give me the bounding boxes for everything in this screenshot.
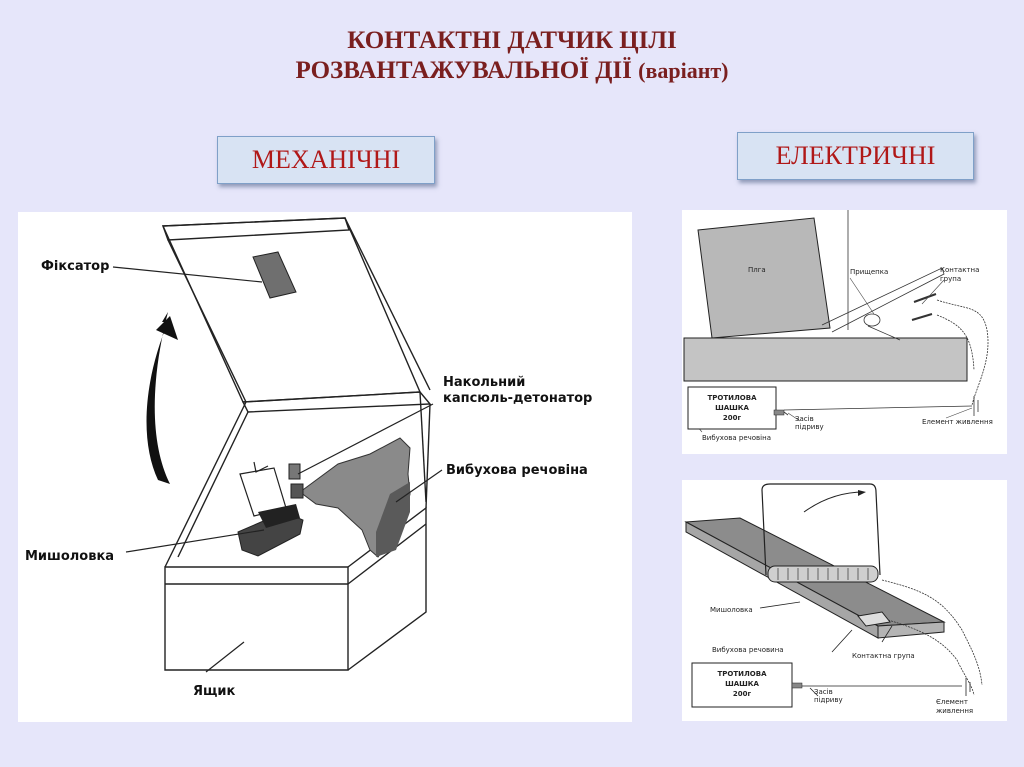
power2-label-1: Єлемент: [936, 698, 968, 706]
box-label: Ящик: [193, 684, 235, 699]
mechanical-diagram-panel: Фіксатор Накольний капсюль-детонатор Виб…: [18, 212, 632, 722]
mousetrap-label-2: Мишоловка: [710, 606, 753, 614]
clothespin-label: Прищепка: [850, 268, 888, 276]
power-label: Елемент живлення: [922, 418, 993, 426]
box-front: [164, 566, 349, 671]
mousetrap-diagram-panel: ТРОТИЛОВА ШАШКА 200г Мишоловка Вибухова …: [682, 480, 1007, 721]
electrical-button[interactable]: ЕЛЕКТРИЧНІ: [737, 132, 974, 180]
slab: [697, 217, 831, 339]
detonator-pin: [290, 483, 304, 499]
clothespin: [821, 267, 945, 333]
title-line-1: КОНТАКТНІ ДАТЧИК ЦІЛІ: [347, 27, 677, 54]
tnt2-line2: ШАШКА: [725, 680, 759, 688]
tnt-line1: ТРОТИЛОВА: [707, 394, 757, 402]
latch-block: [252, 251, 297, 299]
slab-label: Плга: [748, 266, 766, 274]
detonator-cap: [288, 463, 301, 480]
rotation-arrow: [146, 312, 170, 484]
clothespin-diagram-panel: ТРОТИЛОВА ШАШКА 200г Плга Прищепка Конта…: [682, 210, 1007, 454]
contact-group-label-bottom: Контактна група: [852, 652, 915, 660]
tnt-block-2: [691, 662, 793, 708]
fuze2-label-2: підриву: [814, 696, 843, 704]
tnt-line2: ШАШКА: [715, 404, 749, 412]
fuze-label-2: підриву: [795, 423, 824, 431]
contact-plate: [857, 611, 891, 627]
fuze2-icon: [791, 682, 803, 689]
mousetrap-label: Мишоловка: [25, 549, 114, 564]
clothespin-diagram: ТРОТИЛОВА ШАШКА 200г Плга Прищепка Конта…: [683, 210, 993, 442]
mechanical-button[interactable]: МЕХАНІЧНІ: [217, 136, 435, 184]
explosive-side: [376, 482, 410, 557]
contact-group-label-1: Контактна: [940, 266, 979, 274]
explosive-label: Вибухова речовіна: [446, 463, 588, 478]
title-variant: (варіант): [638, 58, 729, 83]
swing-arrow: [803, 491, 865, 513]
box-rim: [241, 391, 432, 413]
detonator-label-line1: Накольний: [443, 375, 525, 390]
tnt-block: [687, 386, 777, 430]
fuze2-label-1: Засів: [814, 688, 833, 696]
explosive-label: Вибухова речовіна: [702, 434, 771, 442]
power2-label-2: живлення: [936, 707, 973, 715]
title-line-2: РОЗВАНТАЖУВАЛЬНОЇ ДІЇ (варіант): [0, 56, 1024, 85]
mousetrap-electrical-diagram: ТРОТИЛОВА ШАШКА 200г Мишоловка Вибухова …: [684, 483, 983, 715]
trap-bail: [761, 483, 881, 576]
tnt-line3: 200г: [723, 414, 742, 422]
fuze-label-1: Засів: [795, 415, 814, 423]
title-line-2-text: РОЗВАНТАЖУВАЛЬНОЇ ДІЇ: [295, 57, 632, 84]
tnt2-line3: 200г: [733, 690, 752, 698]
mechanical-diagram: Фіксатор Накольний капсюль-детонатор Виб…: [25, 217, 592, 699]
tnt2-line1: ТРОТИЛОВА: [717, 670, 767, 678]
fuze-icon: [773, 409, 785, 416]
contact-group-label-2: група: [940, 275, 961, 283]
spring-coil: [767, 565, 879, 583]
explosive-label-2: Вибухова речовина: [712, 646, 784, 654]
detonator-label-line2: капсюль-детонатор: [443, 391, 592, 406]
latch-label: Фіксатор: [41, 259, 109, 274]
base-block: [683, 337, 968, 382]
